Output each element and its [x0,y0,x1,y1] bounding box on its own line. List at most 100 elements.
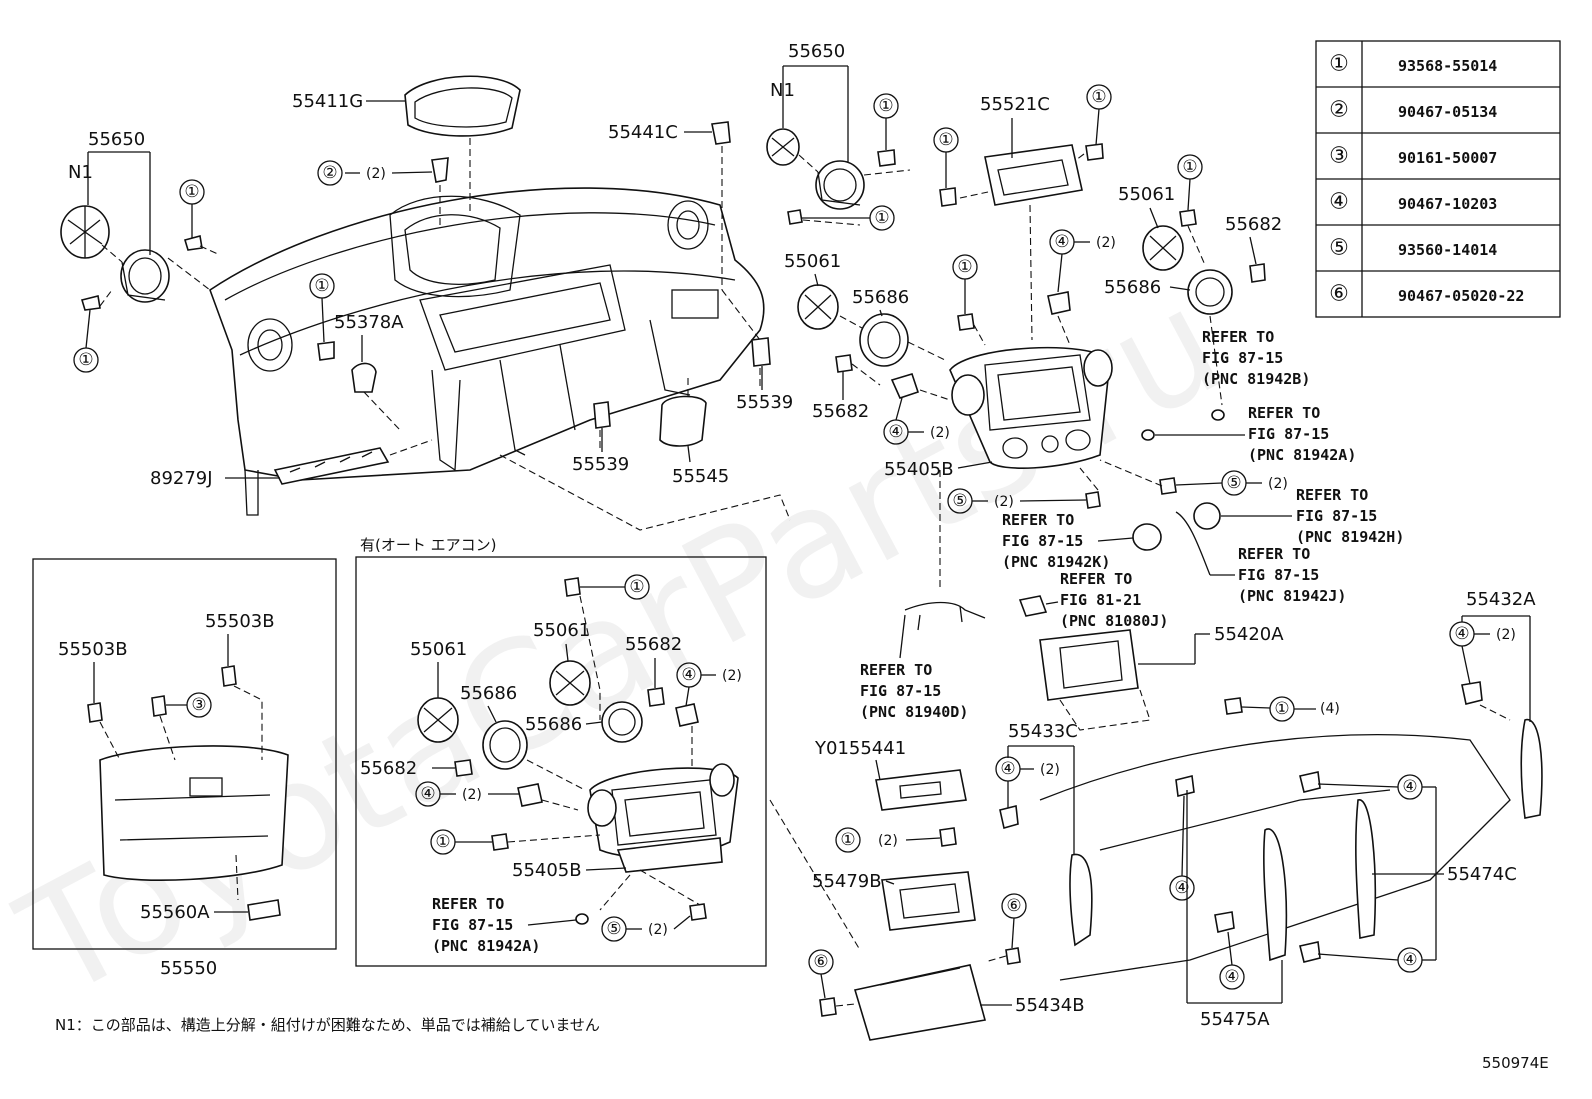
callout-4: ④ [1169,795,1195,901]
svg-text:②: ② [322,163,337,183]
clip-55378a [317,341,401,431]
svg-text:①: ① [184,182,199,202]
svg-text:FIG 87-15: FIG 87-15 [860,682,941,700]
part-label: 55682 [360,758,417,779]
part-label: 55061 [784,251,841,272]
svg-text:(PNC 81942A): (PNC 81942A) [1248,446,1356,464]
svg-text:(PNC 81942K): (PNC 81942K) [1002,553,1110,571]
callout-5: ⑤ (2) [947,488,1087,514]
callout-1: ① (2) [835,827,941,853]
svg-text:⑥: ⑥ [1006,896,1021,916]
svg-text:(PNC 81080J): (PNC 81080J) [1060,612,1168,630]
trim-parts-lower [593,337,771,448]
svg-text:⑤: ⑤ [1226,473,1241,493]
svg-text:(2): (2) [930,425,950,441]
footnote: N1：この部品は、構造上分解・組付けが困難なため、単品では補給していません [55,1016,600,1034]
svg-text:(2): (2) [994,494,1014,510]
legend-symbol: ① [1329,52,1349,77]
svg-text:FIG 87-15: FIG 87-15 [1248,425,1329,443]
part-label: 55503B [58,639,128,660]
svg-text:(2): (2) [878,833,898,849]
part-label: 55686 [460,683,517,704]
svg-text:①: ① [1274,699,1289,719]
callout-5: ⑤ (2) [601,915,691,942]
svg-text:REFER TO: REFER TO [1202,328,1274,346]
callout-6: ⑥ [808,949,834,999]
svg-text:(PNC 81942B): (PNC 81942B) [1202,370,1310,388]
ref-note: REFER TO FIG 87-15 (PNC 81942H) [1221,486,1404,546]
glove-box-inset [32,558,337,950]
svg-text:⑤: ⑤ [952,491,967,511]
callout-4: ④ (2) [995,756,1060,808]
svg-text:(2): (2) [722,668,742,684]
part-label: 55686 [1104,277,1161,298]
svg-text:(PNC 81942A): (PNC 81942A) [432,937,540,955]
legend-table: ① 93568-55014 ② 90467-05134 ③ 90161-5000… [1315,40,1561,318]
callout-1: ① [933,127,959,188]
callout-4: ④ (2) [1049,229,1116,293]
svg-text:FIG 87-15: FIG 87-15 [1002,532,1083,550]
svg-text:①: ① [840,830,855,850]
part-label: 55433C [1008,721,1078,742]
ref-note: REFER TO FIG 87-15 (PNC 81942A) [1155,404,1356,464]
callout-4: ④ [1219,931,1245,990]
part-label: 55061 [1118,184,1175,205]
legend-part-number: 90161-50007 [1398,149,1497,167]
ref-note: REFER TO FIG 87-15 (PNC 81940D) [860,614,968,721]
svg-text:(PNC 81942H): (PNC 81942H) [1296,528,1404,546]
part-label: 55405B [884,459,954,480]
part-label: 55539 [736,392,793,413]
ref-note: REFER TO FIG 87-15 (PNC 81942A) [432,895,577,955]
part-label: 55474C [1447,864,1517,885]
part-label: 55682 [1225,214,1282,235]
meter-hood-55411g [404,75,521,225]
part-label: 55550 [160,958,217,979]
ref-note: REFER TO FIG 87-15 (PNC 81942B) [1202,328,1310,388]
legend-row: ⑤ 93560-14014 [1329,236,1497,261]
part-labels: 55650 N1 55411G 55441C 55650 N1 55521C 5… [58,41,1536,1030]
inset-caption: 有(オート エアコン) [360,536,496,554]
figure-code: 550974E [1482,1054,1549,1072]
callout-1: ① [179,179,205,238]
svg-text:①: ① [78,350,93,370]
callout-4: ④ [1317,947,1436,973]
svg-text:(2): (2) [1268,476,1288,492]
svg-text:③: ③ [191,695,206,715]
part-label: 55432A [1466,589,1536,610]
part-label: 55503B [205,611,275,632]
part-label: Y0155441 [814,738,906,759]
svg-text:①: ① [1182,157,1197,177]
part-label: 55650 [788,41,845,62]
callout-1: ① [73,309,99,373]
svg-text:④: ④ [1174,878,1189,898]
svg-text:①: ① [957,257,972,277]
svg-text:④: ④ [1224,967,1239,987]
legend-row: ② 90467-05134 [1329,98,1497,123]
callout-1: ① [430,829,492,855]
part-label: 55545 [672,466,729,487]
pocket-parts [769,769,1021,1041]
svg-text:REFER TO: REFER TO [1060,570,1132,588]
svg-text:⑥: ⑥ [813,952,828,972]
svg-text:(2): (2) [366,166,386,182]
svg-text:REFER TO: REFER TO [1248,404,1320,422]
legend-part-number: 93568-55014 [1398,57,1497,75]
center-cluster-55405b [890,346,1177,590]
svg-text:FIG 87-15: FIG 87-15 [1202,349,1283,367]
part-label: 55521C [980,94,1050,115]
callout-4: ④ (2) [676,662,742,707]
part-label: 55405B [512,860,582,881]
part-label: 55686 [525,714,582,735]
vent-parts-center [797,284,986,386]
legend-symbol: ④ [1329,190,1349,215]
callout-6: ⑥ [1001,893,1027,949]
svg-text:④: ④ [1402,950,1417,970]
ref-note: REFER TO FIG 87-15 (PNC 81942K) [1002,511,1134,571]
auto-ac-inset [355,556,767,967]
part-label: 55650 [88,129,145,150]
svg-text:④: ④ [681,665,696,685]
part-label: 55061 [410,639,467,660]
legend-symbol: ② [1329,98,1349,123]
connector-parts [904,409,1225,631]
